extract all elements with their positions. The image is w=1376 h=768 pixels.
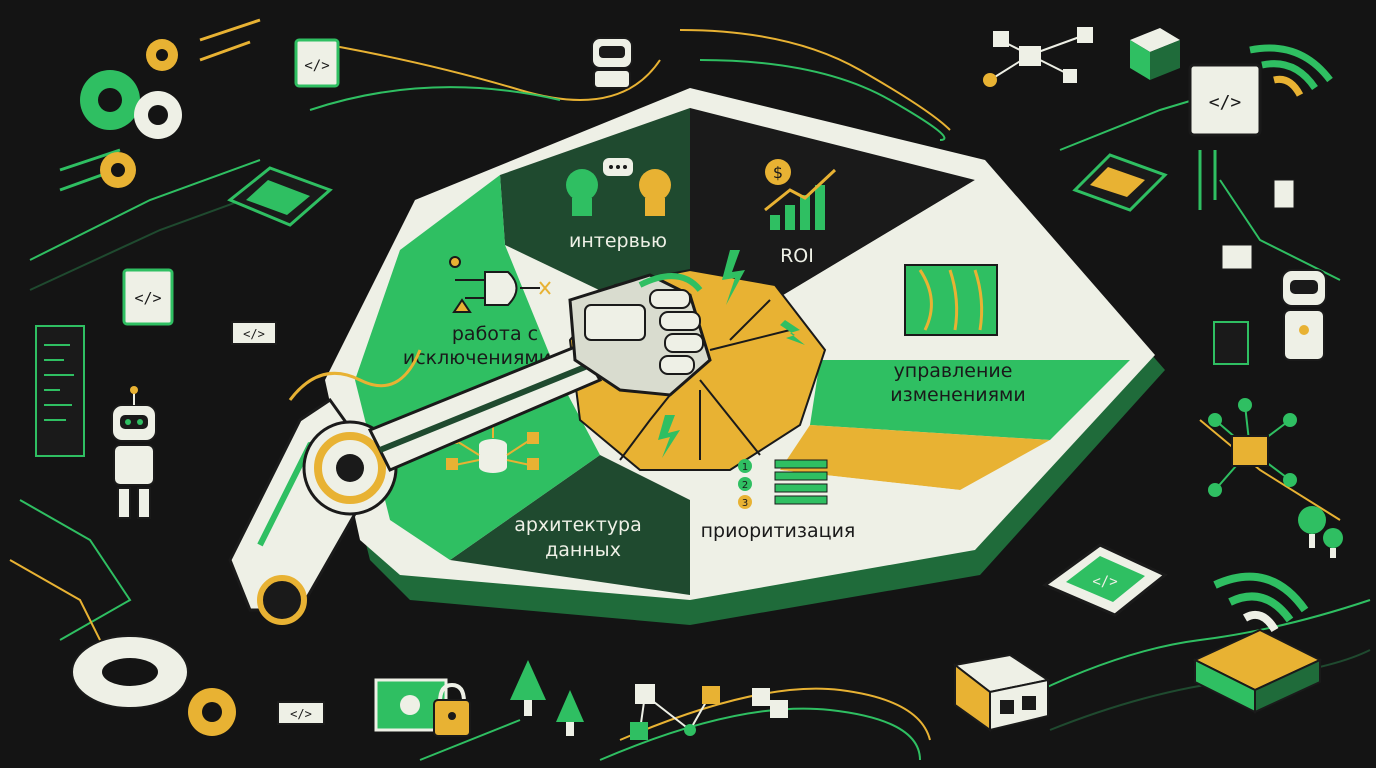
gear-icon <box>80 70 140 130</box>
tree-icon <box>1323 528 1343 558</box>
segment-data-architecture <box>450 455 690 595</box>
svg-text:</>: </> <box>304 58 329 74</box>
robot-arm <box>228 273 712 625</box>
cube-network-icon <box>630 684 788 740</box>
plug-icon <box>1213 179 1295 365</box>
label-prioritization: приоритизация <box>701 520 856 542</box>
gear-icon <box>71 635 189 709</box>
chip-icon: </> <box>1041 543 1168 617</box>
storefront-icon <box>952 653 1051 732</box>
map-icon <box>904 264 998 336</box>
gear-icon <box>134 91 182 139</box>
svg-text:2: 2 <box>742 480 748 491</box>
wifi-icon <box>1249 44 1333 97</box>
label-data-architecture-line1: архитектура <box>514 514 642 536</box>
svg-text:$: $ <box>773 163 783 182</box>
svg-text:</>: </> <box>1209 92 1242 113</box>
segment-change-green <box>810 360 1130 440</box>
logic-gate-icon <box>449 256 551 313</box>
chip-icon <box>227 166 333 227</box>
lightning-bolt <box>658 415 680 458</box>
label-change-line1: управление <box>894 360 1013 382</box>
segment-roi <box>690 108 975 300</box>
stack-icon: 1 2 3 <box>738 459 828 509</box>
svg-text:</>: </> <box>134 289 161 307</box>
roi-chart-icon: $ <box>764 159 837 230</box>
lock-icon <box>433 682 471 737</box>
shield-segments <box>355 108 1130 595</box>
wifi-icon <box>1213 572 1309 633</box>
network-node-icon <box>1208 398 1297 497</box>
svg-text:3: 3 <box>742 498 748 509</box>
block-icon <box>1130 28 1180 80</box>
tree-icon <box>510 660 546 716</box>
tree-icon <box>556 690 584 736</box>
label-change-line2: изменениями <box>890 384 1025 406</box>
code-window-icon: </> <box>122 268 174 326</box>
segment-interview <box>500 108 690 300</box>
code-tile-icon: </> <box>231 321 277 345</box>
svg-text:</>: </> <box>1092 574 1117 590</box>
code-tile-icon: </> <box>277 701 325 725</box>
svg-text:</>: </> <box>243 327 265 341</box>
gear-icon <box>188 688 236 736</box>
decorative-dashes <box>59 18 1217 210</box>
svg-text:</>: </> <box>290 707 312 721</box>
label-exceptions-line2: исключениями <box>403 347 551 369</box>
gear-icon <box>100 152 136 188</box>
code-window-icon: </> <box>294 38 340 88</box>
robot-icon <box>591 37 633 89</box>
label-interview: интервью <box>569 230 667 252</box>
label-data-architecture-line2: данных <box>545 539 621 561</box>
lightning-bolt <box>722 250 745 305</box>
code-panel-icon <box>35 325 85 457</box>
svg-text:1: 1 <box>742 462 748 473</box>
chip-icon <box>1072 153 1168 212</box>
tree-icon <box>1298 506 1326 548</box>
robot-icon <box>111 386 157 519</box>
code-window-icon: </> <box>1188 63 1262 137</box>
segment-prioritization <box>690 470 960 595</box>
segment-yellow-wedge <box>780 425 1050 490</box>
network-node-icon <box>983 27 1093 87</box>
robot-icon <box>1281 269 1327 361</box>
segment-labels: интервью ROI управление изменениями прио… <box>403 230 1026 561</box>
label-roi: ROI <box>780 245 814 267</box>
lightning-bolt <box>780 320 805 345</box>
gear-icon <box>146 39 178 71</box>
interview-icon <box>566 158 671 216</box>
label-exceptions-line1: работа с <box>452 323 538 345</box>
platform-icon <box>1192 628 1323 714</box>
